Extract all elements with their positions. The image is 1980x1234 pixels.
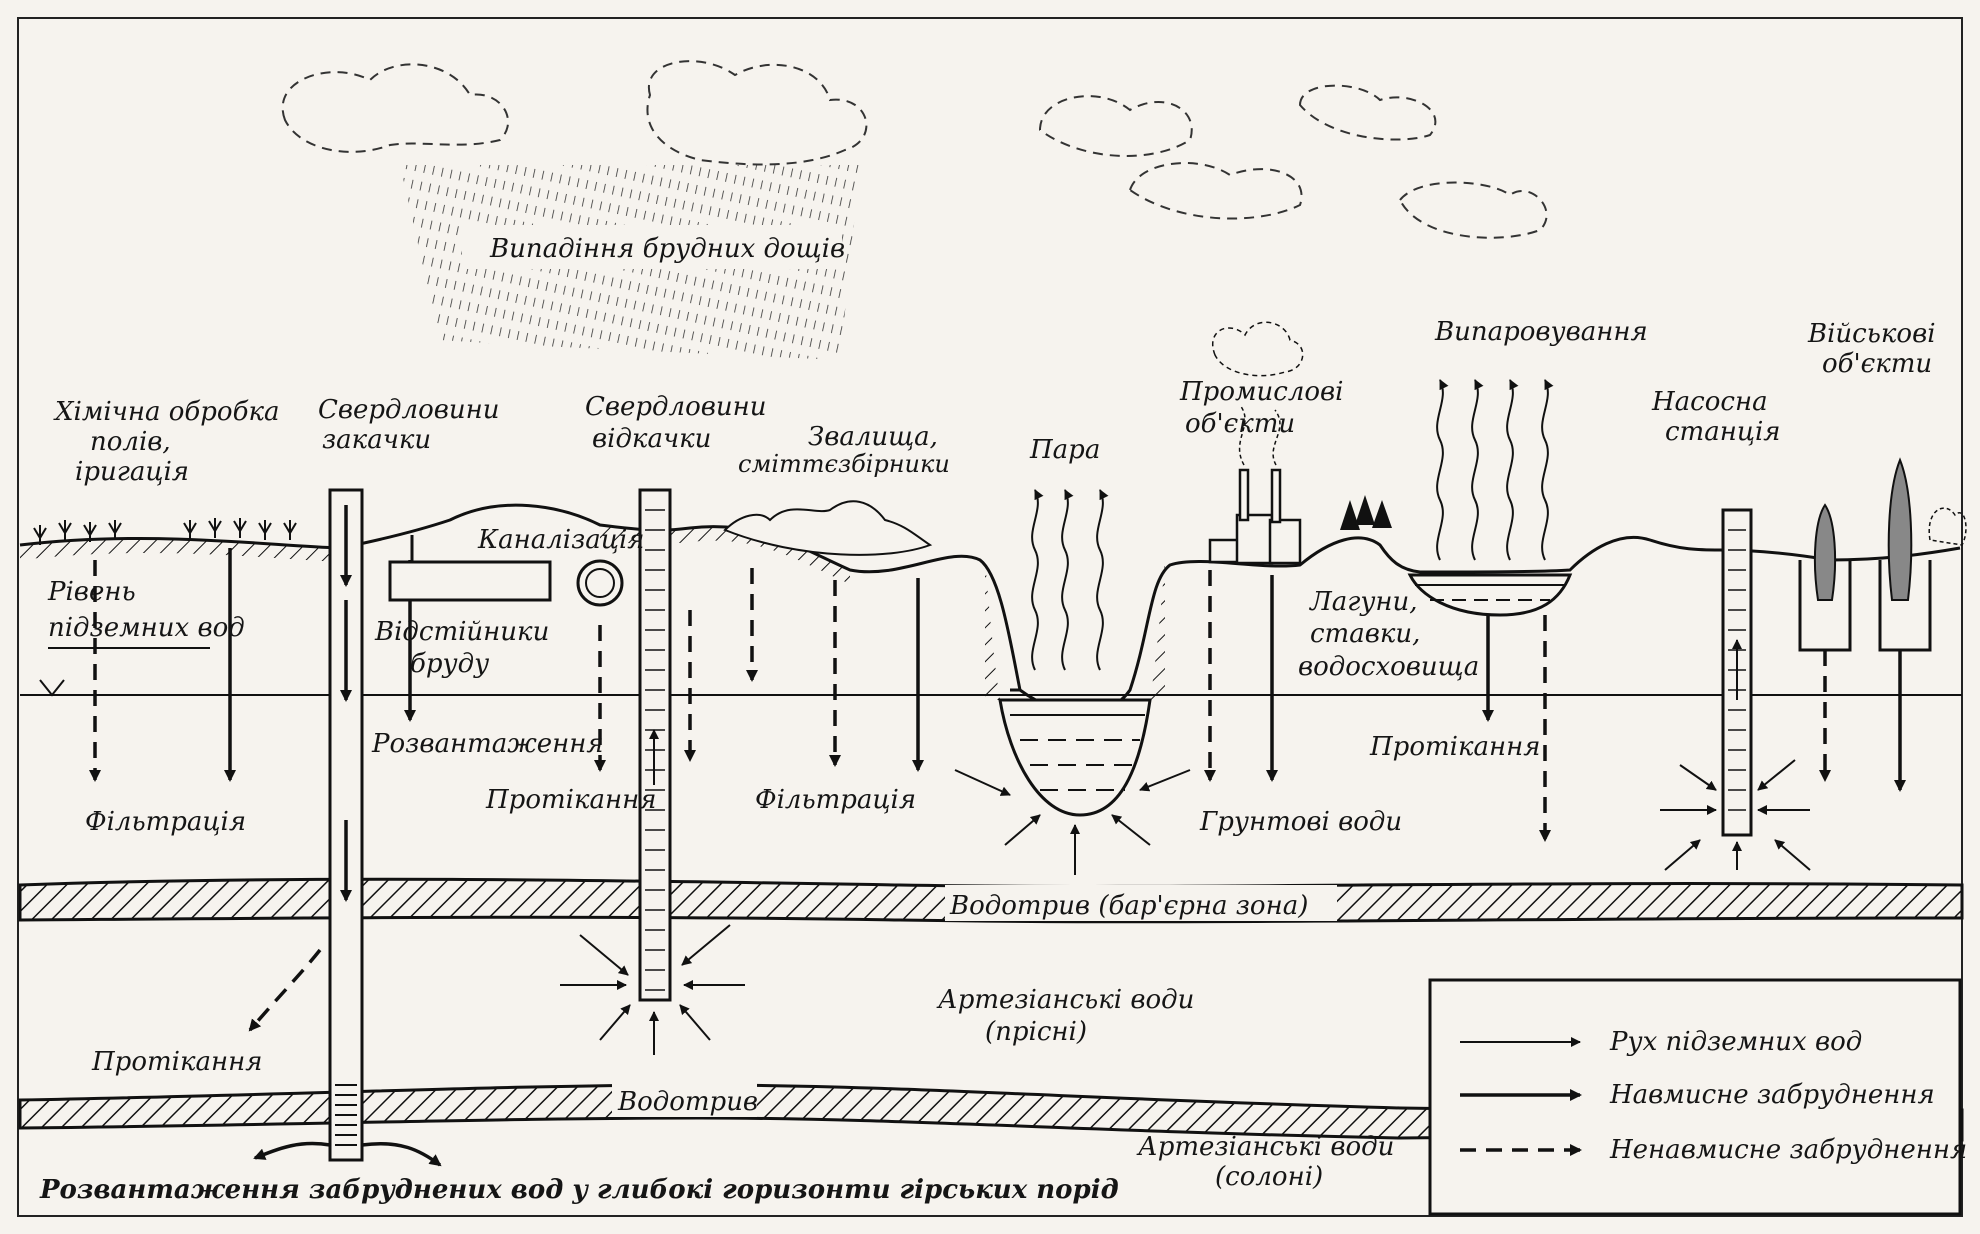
pump-station-well — [1660, 508, 1811, 871]
label-deep-disposal: Розвантаження забруднених вод у глибокі … — [39, 1175, 1119, 1205]
rain-label: Випадіння брудних дощів — [489, 234, 845, 264]
label-lagoons-3: водосховища — [1298, 652, 1479, 682]
label-leakage-1: Протікання — [485, 785, 656, 815]
field-plants — [33, 518, 297, 545]
label-mud-settlers-1: Відстійники — [374, 617, 549, 647]
label-filtration-2: Фільтрація — [755, 785, 916, 815]
label-chem-3: іригація — [75, 457, 189, 487]
steam-pond — [985, 560, 1165, 817]
sewage-pipe-inner — [585, 568, 615, 598]
label-evaporation: Випаровування — [1434, 317, 1648, 347]
label-lagoons-2: ставки, — [1310, 619, 1420, 649]
label-filtration-1: Фільтрація — [85, 807, 246, 837]
label-pumping-2: відкачки — [592, 424, 711, 454]
steam-arrows — [1031, 489, 1109, 671]
label-artesian-fresh-2: (прісні) — [985, 1017, 1087, 1047]
label-dumps-1: Звалища, — [808, 422, 938, 452]
middle-labels: Каналізація Рівень підземних вод Відстій… — [39, 525, 1540, 1205]
label-pump-station-2: станція — [1665, 417, 1781, 447]
label-ground-waters: Грунтові води — [1199, 807, 1402, 837]
label-artesian-salty-2: (солоні) — [1215, 1162, 1323, 1192]
aquitard-label-bg — [945, 885, 1337, 921]
trees — [1340, 495, 1392, 530]
top-labels: Хімічна обробка полів, іригація Свердлов… — [53, 317, 1936, 487]
label-gw-level-1: Рівень — [47, 577, 136, 607]
label-lagoons-1: Лагуни, — [1308, 587, 1418, 617]
dump-heap — [723, 500, 933, 556]
legend-label-3: Ненавмисне забруднення — [1609, 1135, 1967, 1165]
label-steam: Пара — [1029, 435, 1100, 465]
groundwater-level-mark — [39, 679, 65, 697]
aquitard2-label-bg — [612, 1083, 757, 1117]
label-sewage: Каналізація — [477, 525, 644, 555]
label-military-2: об'єкти — [1822, 349, 1932, 379]
industrial-plant — [1208, 321, 1304, 565]
label-military-1: Військові — [1807, 319, 1936, 349]
mud-settler — [388, 560, 552, 602]
pond-inflow-arrows — [954, 769, 1191, 875]
label-mud-settlers-2: бруду — [410, 649, 489, 679]
evaporation-arrows — [1436, 379, 1554, 561]
label-leakage-2: Протікання — [1369, 732, 1540, 762]
military-objects — [1798, 457, 1967, 652]
label-injection-1: Свердловини — [318, 395, 500, 425]
legend: Рух підземних вод Навмисне забруднення Н… — [1428, 978, 1967, 1216]
label-chem-1: Хімічна обробка — [53, 397, 279, 427]
legend-label-2: Навмисне забруднення — [1609, 1080, 1935, 1110]
aquitard-lower-label: Водотрив — [617, 1087, 758, 1117]
legend-label-1: Рух підземних вод — [1609, 1027, 1862, 1057]
legend-box — [1428, 978, 1962, 1216]
frame — [17, 17, 1963, 1217]
label-injection-2: закачки — [322, 425, 431, 455]
label-pumping-1: Свердловини — [585, 392, 767, 422]
label-dumps-2: сміттєзбірники — [738, 450, 950, 478]
label-artesian-salty-1: Артезіанські води — [1136, 1132, 1394, 1162]
pumping-well — [560, 488, 745, 1055]
clouds — [281, 60, 1548, 239]
sewage-pipe — [576, 559, 624, 607]
label-industrial-1: Промислові — [1179, 377, 1344, 407]
label-unloading: Розвантаження — [371, 729, 604, 759]
label-artesian-fresh-1: Артезіанські води — [936, 985, 1194, 1015]
label-pump-station-1: Насосна — [1651, 387, 1768, 417]
label-chem-2: полів, — [90, 427, 171, 457]
surface-hatch-1 — [20, 538, 340, 562]
label-gw-level-2: підземних вод — [48, 613, 245, 643]
aquitard-barrier-label: Водотрив (бар'єрна зона) — [949, 891, 1308, 921]
lagoon — [1407, 573, 1573, 617]
injection-well — [253, 488, 442, 1167]
label-industrial-2: об'єкти — [1185, 409, 1295, 439]
rain-label-bg — [462, 225, 842, 269]
label-leakage-3: Протікання — [91, 1047, 262, 1077]
